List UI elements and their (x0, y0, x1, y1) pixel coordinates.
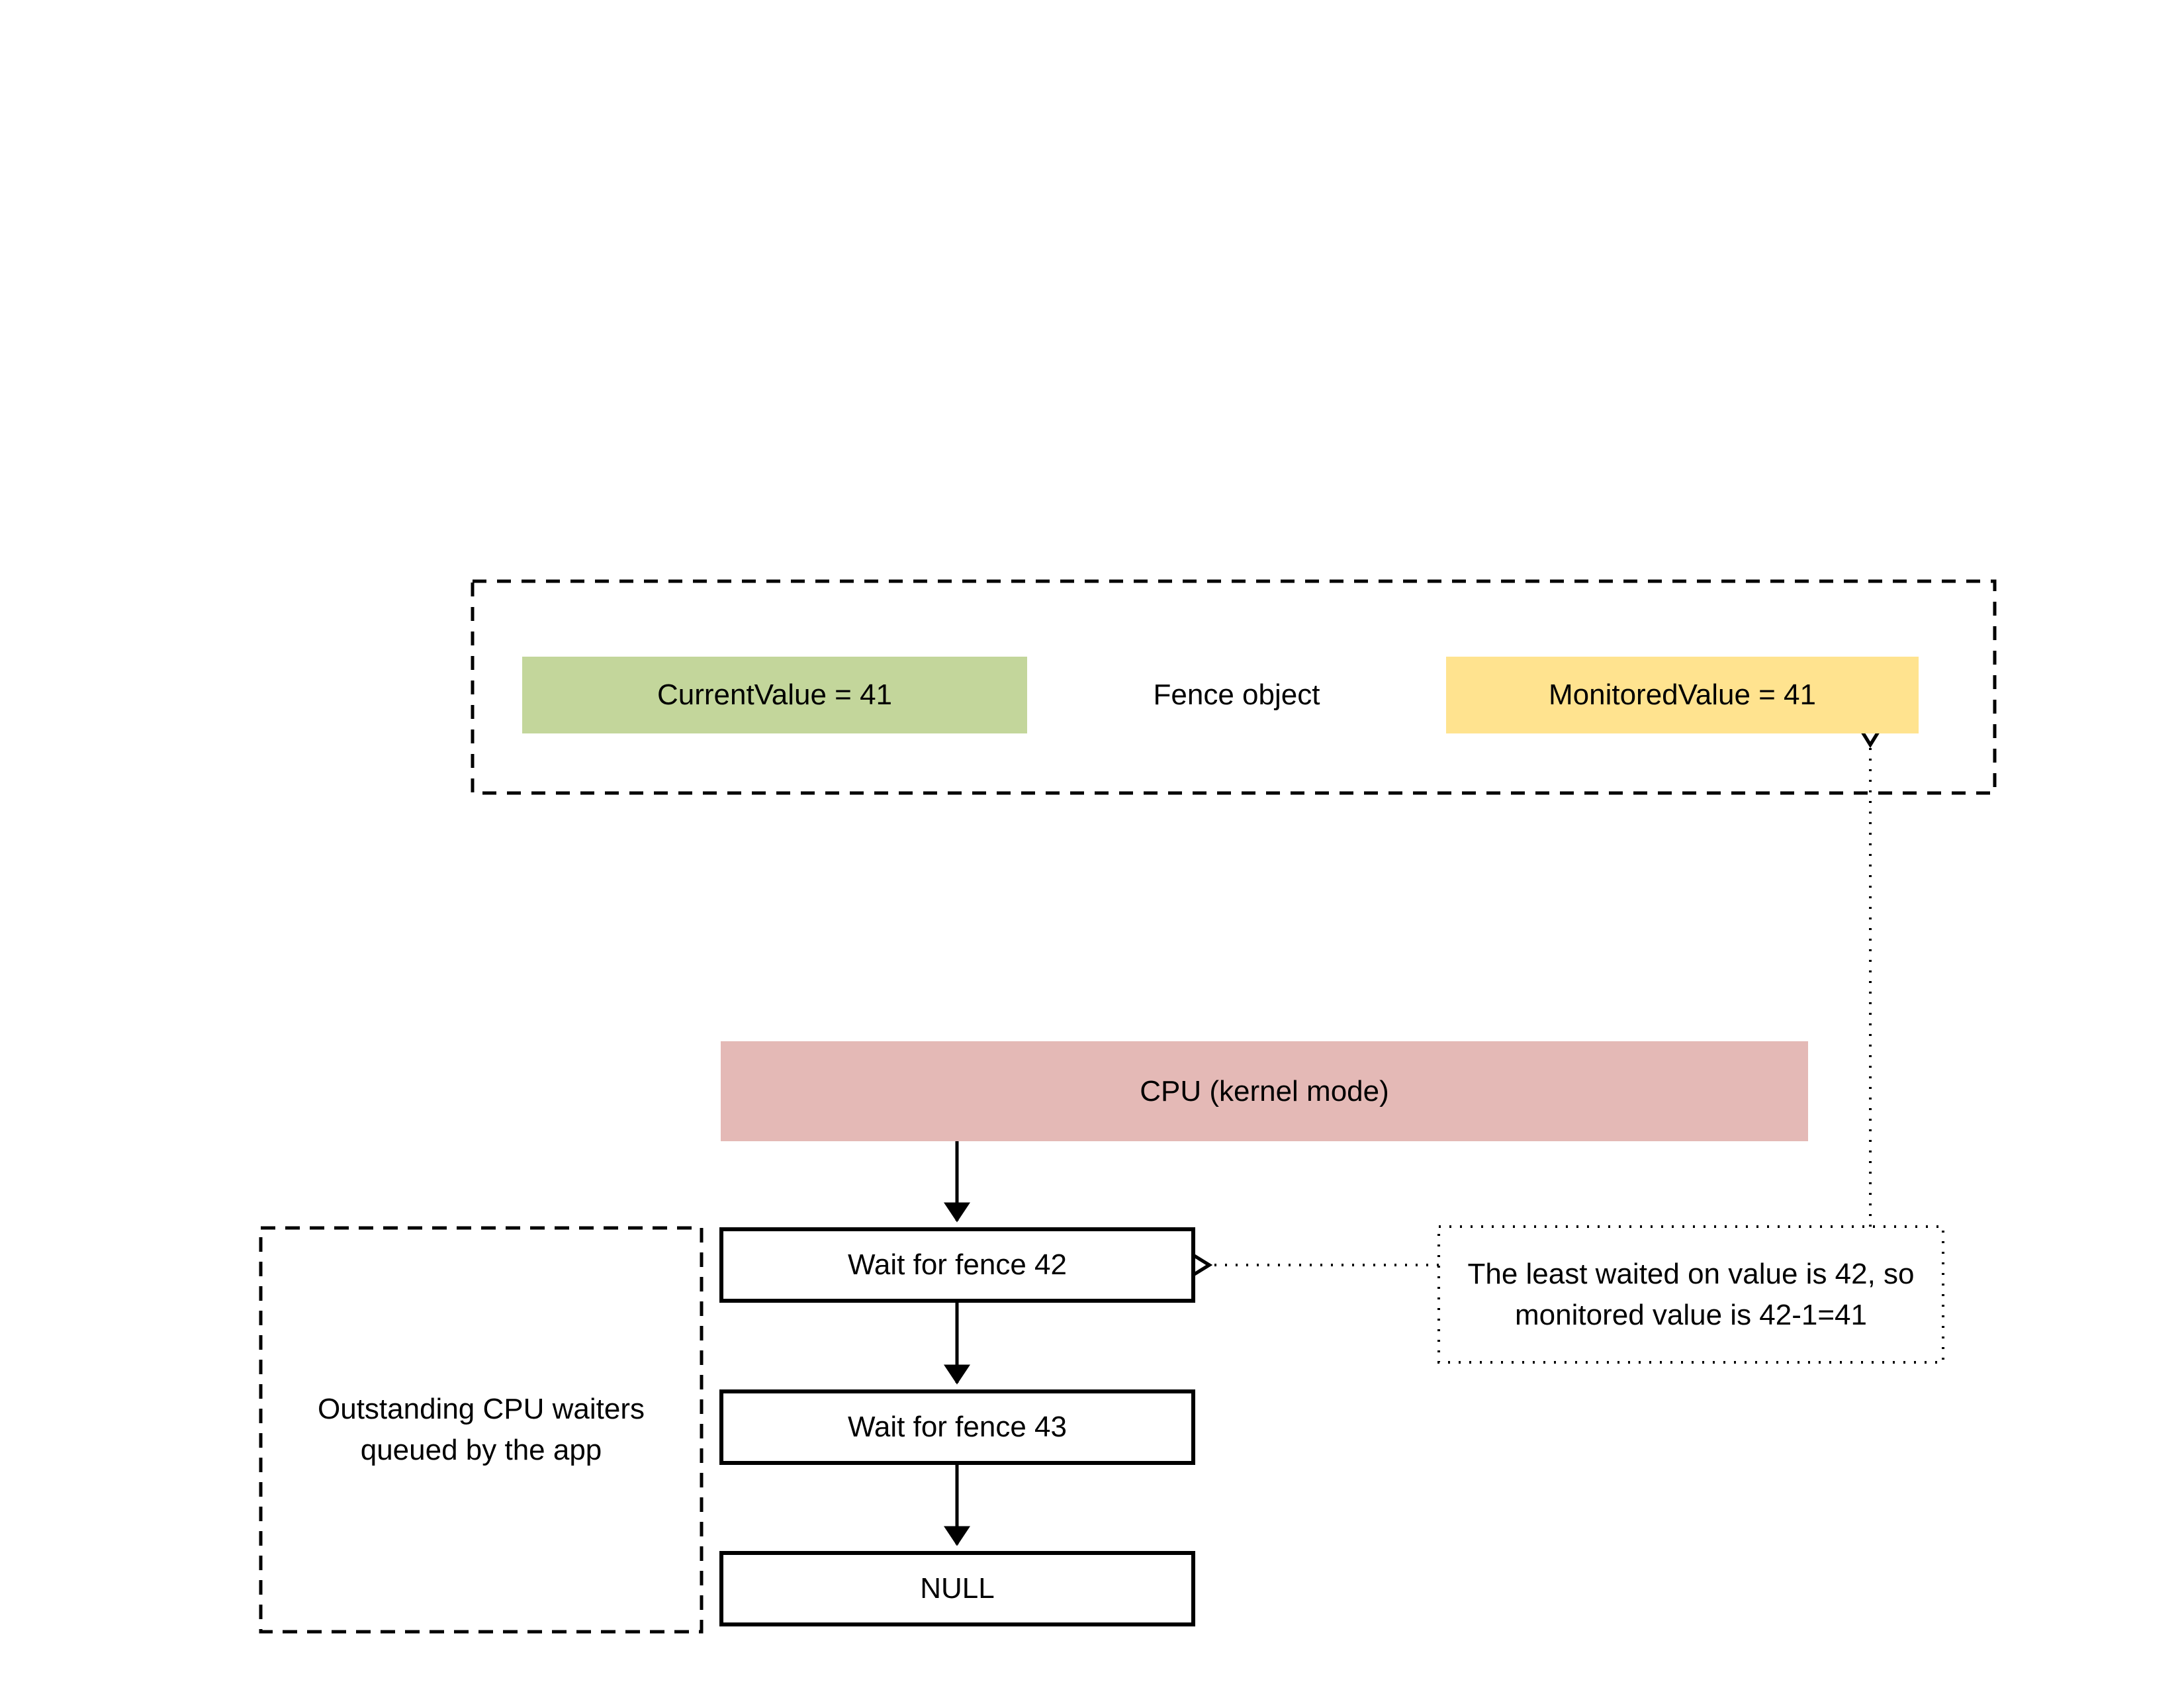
wait-fence-42-box: Wait for fence 42 (719, 1227, 1195, 1303)
current-value-box: CurrentValue = 41 (522, 657, 1027, 733)
waiters-group-label: Outstanding CPU waiters queued by the ap… (318, 1393, 645, 1466)
null-terminator-box: NULL (719, 1551, 1195, 1626)
cpu-kernel-mode-box: CPU (kernel mode) (721, 1041, 1808, 1141)
fence-object-label: Fence object (1153, 679, 1320, 712)
monitored-value-box: MonitoredValue = 41 (1446, 657, 1919, 733)
wait-fence-43-box: Wait for fence 43 (719, 1389, 1195, 1465)
annotation-text: The least waited on value is 42, so moni… (1467, 1257, 1915, 1331)
